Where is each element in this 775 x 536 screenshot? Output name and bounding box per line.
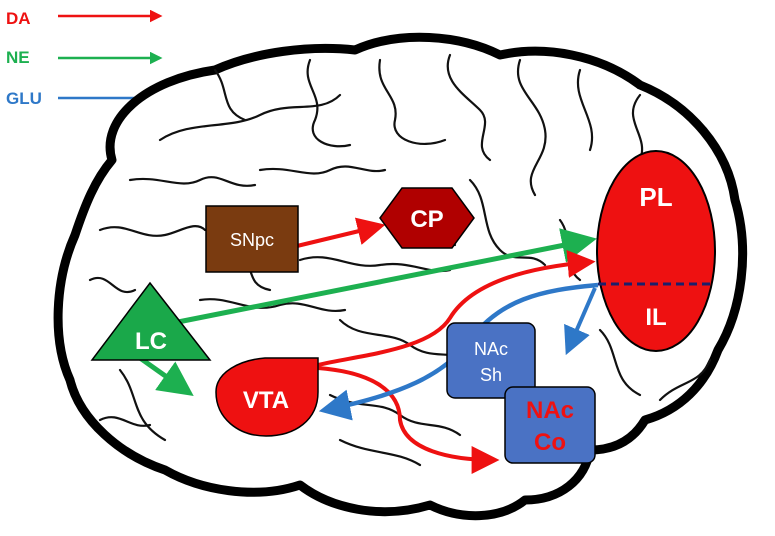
cp-region: CP — [379, 187, 475, 249]
legend-label-glu: GLU — [6, 89, 42, 108]
lc-triangle — [90, 281, 212, 361]
nac-co-box — [504, 386, 596, 464]
legend-label-da: DA — [6, 9, 31, 28]
pfc-region: PL IL — [596, 150, 716, 352]
pl-label: PL — [639, 182, 672, 212]
arrow-da-vta-to-pl — [317, 249, 596, 367]
nac-sh-label-line1: NAc — [474, 339, 508, 359]
vta-label: VTA — [243, 387, 289, 414]
nac-co-region: NAc Co — [504, 386, 596, 464]
vta-region: VTA — [215, 357, 319, 437]
nac-co-label-line1: NAc — [526, 397, 574, 424]
legend: DA NE GLU — [6, 9, 163, 108]
arrow-ne-lc-to-vta — [138, 355, 194, 397]
cp-hexagon — [379, 187, 475, 249]
arrow-ne-lc-to-pl — [177, 228, 597, 325]
arrow-glu-il-to-nacsh — [564, 287, 597, 356]
snpc-box — [205, 205, 299, 273]
snpc-label: SNpc — [230, 230, 274, 250]
il-label: IL — [645, 304, 666, 331]
nac-sh-box — [446, 322, 536, 399]
lc-label: LC — [135, 328, 167, 355]
pfc-ellipse — [596, 150, 716, 352]
legend-label-ne: NE — [6, 48, 30, 67]
nac-co-label-line2: Co — [534, 429, 566, 456]
brain-folds — [88, 53, 712, 467]
nac-sh-region: NAc Sh — [446, 322, 536, 399]
arrow-da-vta-to-nacco — [317, 366, 500, 474]
arrow-da-snpc-to-cp — [296, 217, 386, 248]
cp-label: CP — [410, 206, 443, 233]
vta-shape — [215, 357, 319, 437]
lc-region: LC — [90, 281, 212, 361]
nac-sh-label-line2: Sh — [480, 365, 502, 385]
snpc-region: SNpc — [205, 205, 299, 273]
